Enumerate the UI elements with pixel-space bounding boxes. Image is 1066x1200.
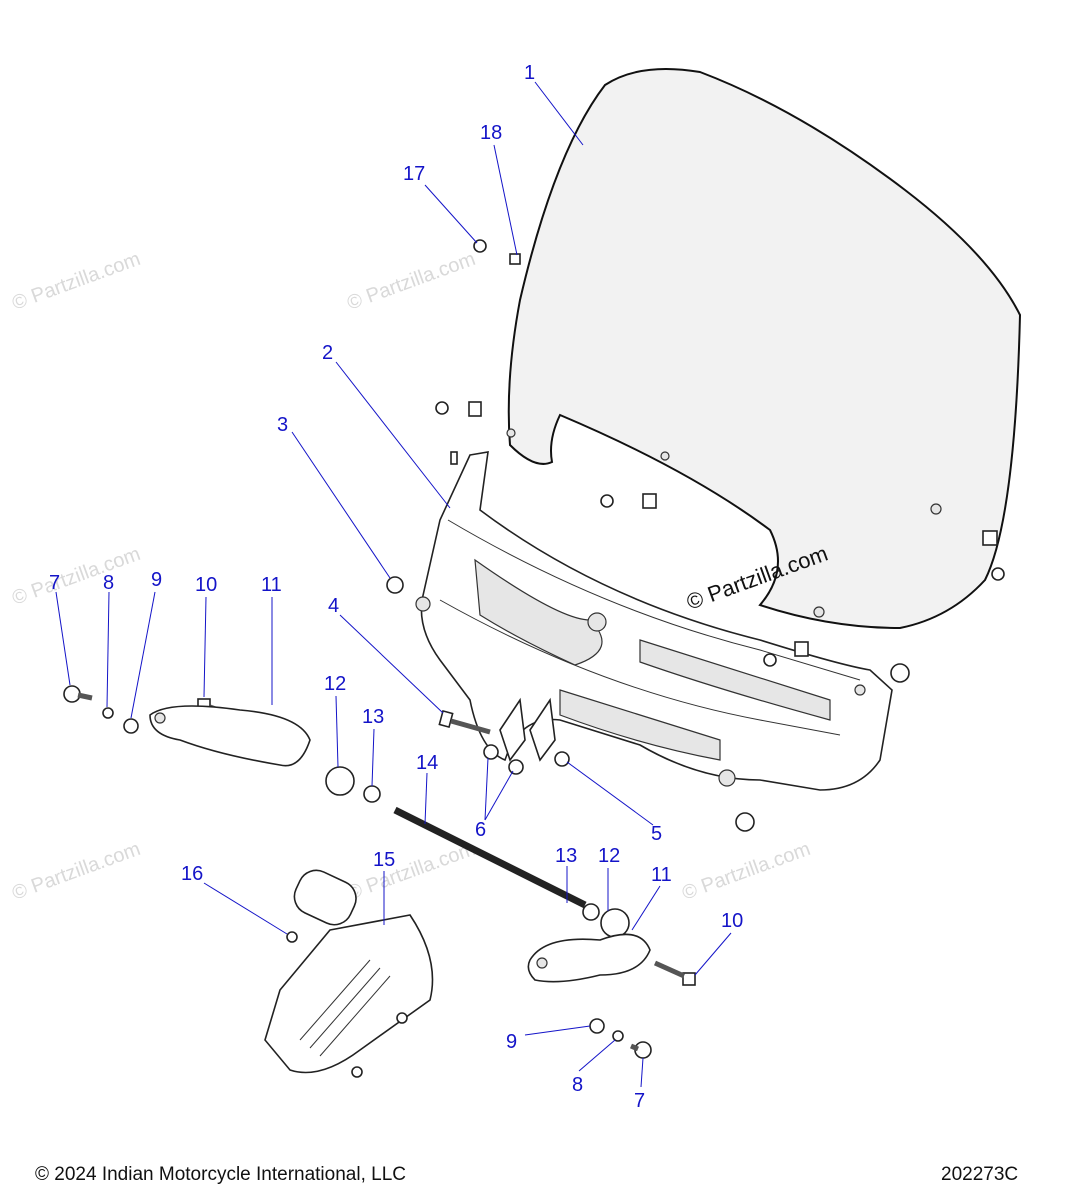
callout-14: 14: [416, 752, 438, 774]
clip: [450, 451, 458, 465]
callout-4: 4: [328, 595, 339, 617]
callout-13-right: 13: [555, 845, 577, 867]
nut: [435, 401, 449, 415]
callout-8-right: 8: [572, 1074, 583, 1096]
windshield-bracket: [415, 451, 893, 791]
leader-lines: [55, 81, 732, 1088]
arm-11-right: [527, 933, 651, 983]
clip: [982, 530, 998, 546]
watermark: © Partzilla.com: [344, 248, 478, 315]
bolt-long: [438, 709, 491, 735]
callout-13-left: 13: [362, 706, 384, 728]
callout-17: 17: [403, 163, 425, 185]
callout-16: 16: [181, 863, 203, 885]
washer-8-right: [612, 1030, 624, 1042]
washer-9: [123, 718, 139, 734]
callout-11-left: 11: [261, 574, 282, 596]
screw-16: [286, 931, 298, 943]
nut: [763, 653, 777, 667]
callout-10-right: 10: [721, 910, 743, 932]
callout-9-left: 9: [151, 569, 162, 591]
right-hardware: [527, 903, 696, 1059]
shaft: [393, 806, 587, 909]
callout-8-left: 8: [103, 572, 114, 594]
mount-hole: [930, 503, 942, 515]
callout-9-right: 9: [506, 1031, 517, 1053]
watermark: © Partzilla.com: [9, 543, 143, 610]
callout-7-right: 7: [634, 1090, 645, 1112]
watermark: © Partzilla.com: [9, 838, 143, 905]
clip: [509, 253, 521, 265]
grommet: [386, 576, 404, 594]
frame-hole: [718, 769, 736, 787]
ring-13-left: [363, 785, 381, 803]
frame-hole: [587, 612, 607, 632]
spacer-12-right: [600, 908, 630, 938]
windshield: [506, 68, 1022, 630]
watermark: © Partzilla.com: [679, 838, 813, 905]
callout-15: 15: [373, 849, 395, 871]
nut: [600, 494, 614, 508]
callout-10-left: 10: [195, 574, 217, 596]
frame-hole: [854, 684, 866, 696]
callout-12-right: 12: [598, 845, 620, 867]
bolt-10-right-head: [682, 972, 696, 986]
callout-2: 2: [322, 342, 333, 364]
washer: [735, 812, 755, 832]
windshield-fasteners: [435, 239, 1005, 832]
callout-1: 1: [524, 62, 535, 84]
mount-hole: [660, 451, 670, 461]
bolt-7-head: [63, 685, 81, 703]
nut-5: [554, 751, 570, 767]
watermark: © Partzilla.com: [9, 248, 143, 315]
mount-hole: [506, 428, 516, 438]
frame-cutout: [559, 689, 721, 761]
washer: [890, 663, 910, 683]
callout-18: 18: [480, 122, 502, 144]
mount-hole: [813, 606, 825, 618]
bushing: [483, 744, 499, 760]
clip: [468, 401, 482, 417]
copyright-text: © 2024 Indian Motorcycle International, …: [35, 1164, 406, 1185]
ring-13-right: [582, 903, 600, 921]
frame-cutout: [639, 639, 831, 721]
callout-labels: 1 2 3 4 5 6 7 7 8 8 9 9 10 10 11 11 12 1…: [49, 62, 743, 1112]
callout-7-left: 7: [49, 572, 60, 594]
callout-6: 6: [475, 819, 486, 841]
nut: [991, 567, 1005, 581]
bushing: [508, 759, 524, 775]
clip: [794, 641, 809, 657]
actuator-motor: [264, 869, 434, 1078]
callout-3: 3: [277, 414, 288, 436]
callout-11-right: 11: [651, 864, 672, 886]
callout-5: 5: [651, 823, 662, 845]
left-hardware: [63, 685, 381, 803]
callout-12-left: 12: [324, 673, 346, 695]
watermark: © Partzilla.com: [344, 838, 478, 905]
frame-cutout: [474, 558, 603, 666]
spacer-12-left: [325, 766, 355, 796]
diagram-code: 202273C: [941, 1164, 1019, 1185]
washer-8: [102, 707, 114, 719]
arm-11-left: [149, 705, 311, 767]
clip: [642, 493, 657, 509]
washer-9-right: [589, 1018, 605, 1034]
frame-hole: [415, 596, 431, 612]
